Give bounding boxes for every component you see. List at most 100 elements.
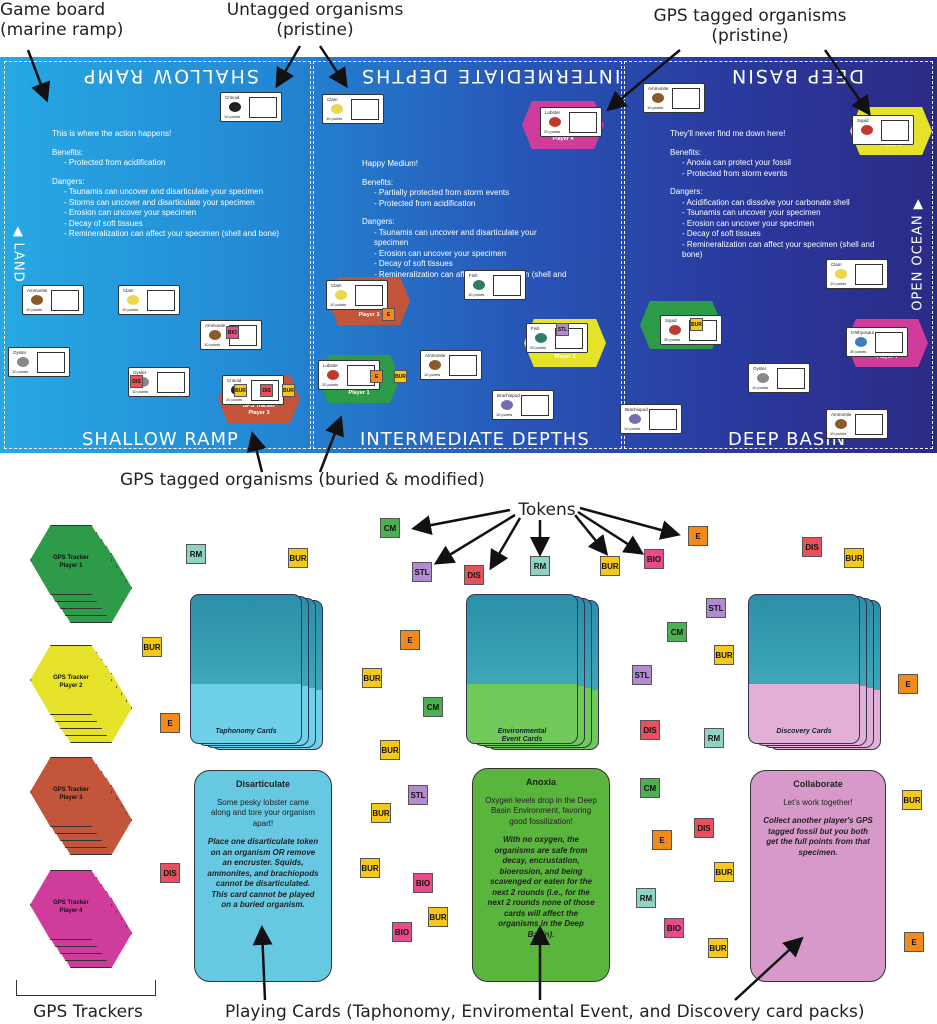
- deck-card[interactable]: [466, 594, 578, 744]
- token-bur[interactable]: BUR: [380, 740, 400, 760]
- token-e[interactable]: E: [688, 526, 708, 546]
- fossil-slot[interactable]: [51, 290, 79, 311]
- zone-info-deep: They'll never find me down here! Benefit…: [670, 129, 875, 259]
- token-bur[interactable]: BUR: [902, 790, 922, 810]
- token-cm[interactable]: CM: [667, 622, 687, 642]
- board-token[interactable]: BUR: [394, 370, 407, 383]
- token-stl[interactable]: STL: [408, 785, 428, 805]
- fossil-slot[interactable]: [493, 275, 521, 296]
- card-title: Anoxia: [525, 777, 556, 787]
- fossil-slot[interactable]: [569, 112, 597, 133]
- deck-card[interactable]: [748, 594, 860, 744]
- token-rm[interactable]: RM: [704, 728, 724, 748]
- token-e[interactable]: E: [898, 674, 918, 694]
- gps-tracker-stack-piece[interactable]: GPS Tracker Player 3: [30, 757, 112, 827]
- token-e[interactable]: E: [160, 713, 180, 733]
- token-bur[interactable]: BUR: [288, 548, 308, 568]
- token-bur[interactable]: BUR: [600, 556, 620, 576]
- token-stl[interactable]: STL: [412, 562, 432, 582]
- token-e[interactable]: E: [904, 932, 924, 952]
- token-e[interactable]: E: [652, 830, 672, 850]
- token-bur[interactable]: BUR: [360, 858, 380, 878]
- organism-icon: [501, 400, 513, 410]
- token-bio[interactable]: BIO: [664, 918, 684, 938]
- board-token[interactable]: E: [370, 370, 383, 383]
- gps-tracker-stack-piece[interactable]: GPS Tracker Player 1: [30, 525, 112, 595]
- fossil-slot[interactable]: [147, 290, 175, 311]
- token-bur[interactable]: BUR: [362, 668, 382, 688]
- fossil-slot[interactable]: [157, 372, 185, 393]
- token-rm[interactable]: RM: [636, 888, 656, 908]
- fossil-slot[interactable]: [37, 352, 65, 373]
- token-cm[interactable]: CM: [380, 518, 400, 538]
- board-token[interactable]: STL: [556, 323, 569, 336]
- token-cm[interactable]: CM: [423, 697, 443, 717]
- board-token[interactable]: E: [382, 308, 395, 321]
- token-bio[interactable]: BIO: [392, 922, 412, 942]
- token-bur[interactable]: BUR: [708, 938, 728, 958]
- fossil-slot[interactable]: [355, 285, 383, 306]
- fossil-slot[interactable]: [855, 264, 883, 285]
- token-bio[interactable]: BIO: [644, 549, 664, 569]
- token-dis[interactable]: DIS: [802, 537, 822, 557]
- token-stl[interactable]: STL: [632, 665, 652, 685]
- board-token[interactable]: DIS: [260, 384, 273, 397]
- deck-card[interactable]: [190, 594, 302, 744]
- token-cm[interactable]: CM: [640, 778, 660, 798]
- token-bur[interactable]: BUR: [844, 548, 864, 568]
- organism-name: Oyster: [13, 350, 27, 355]
- token-bur[interactable]: BUR: [714, 645, 734, 665]
- board-token[interactable]: BUR: [282, 384, 295, 397]
- fossil-slot[interactable]: [855, 414, 883, 435]
- token-e[interactable]: E: [400, 630, 420, 650]
- token-bio[interactable]: BIO: [413, 873, 433, 893]
- token-bur[interactable]: BUR: [142, 637, 162, 657]
- token-dis[interactable]: DIS: [464, 565, 484, 585]
- fossil-slot[interactable]: [351, 99, 379, 120]
- token-rm[interactable]: RM: [186, 544, 206, 564]
- board-token[interactable]: BUR: [234, 384, 247, 397]
- token-dis[interactable]: DIS: [640, 720, 660, 740]
- token-stl[interactable]: STL: [706, 598, 726, 618]
- token-bur[interactable]: BUR: [428, 907, 448, 927]
- fossil-slot[interactable]: [875, 332, 903, 353]
- fossil-slot[interactable]: [672, 88, 700, 109]
- fossil-slot[interactable]: [649, 409, 677, 430]
- gps-tracker-stack-piece[interactable]: GPS Tracker Player 2: [30, 645, 112, 715]
- gps-tracker-stack-piece[interactable]: GPS Tracker Player 4: [30, 870, 112, 940]
- fossil-slot[interactable]: [249, 97, 277, 118]
- fossil-slot[interactable]: [449, 355, 477, 376]
- board-token[interactable]: BIO: [226, 326, 239, 339]
- organism-card[interactable]: Squid: [852, 115, 914, 145]
- token-bur[interactable]: BUR: [371, 803, 391, 823]
- organism-icon: [327, 370, 339, 380]
- token-dis[interactable]: DIS: [694, 818, 714, 838]
- organism-name: Ammonite: [27, 288, 48, 293]
- board-token[interactable]: BUR: [690, 318, 703, 331]
- fossil-slot[interactable]: [881, 120, 909, 141]
- fossil-slot[interactable]: [777, 368, 805, 389]
- token-dis[interactable]: DIS: [160, 863, 180, 883]
- fossil-slot[interactable]: [521, 395, 549, 416]
- board-token[interactable]: DIS: [130, 375, 143, 388]
- token-bur[interactable]: BUR: [714, 862, 734, 882]
